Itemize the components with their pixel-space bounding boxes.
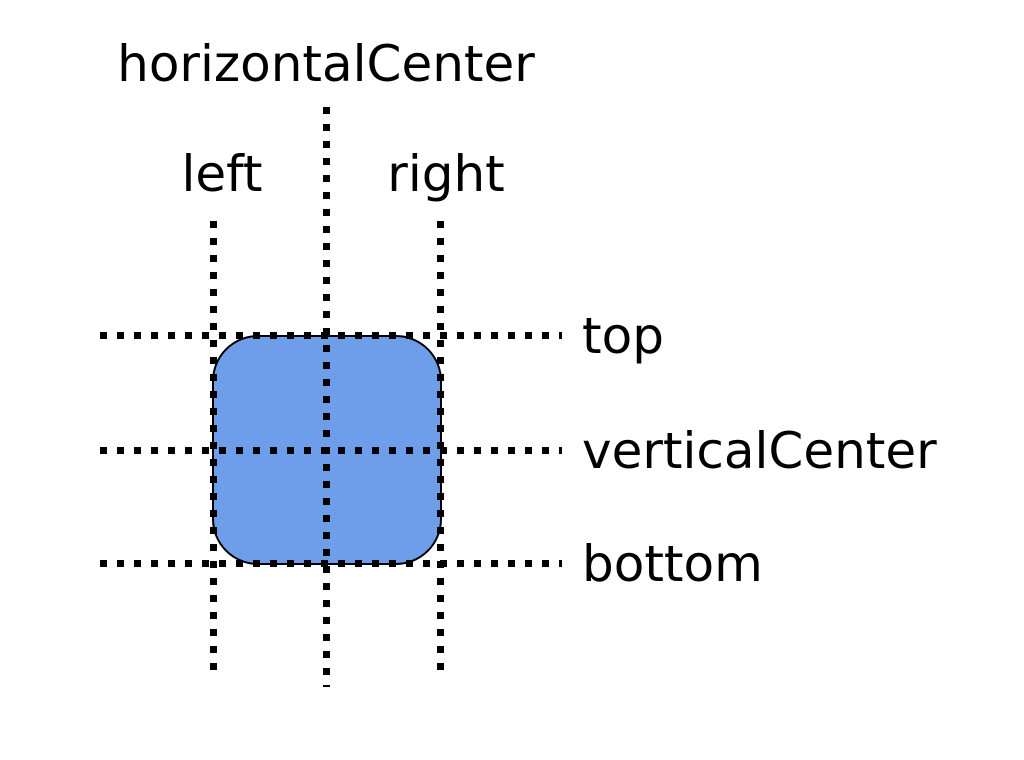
right-label: right [387,145,505,203]
vertical-center-label: verticalCenter [582,422,937,480]
top-label: top [582,307,664,365]
left-label: left [181,145,263,203]
top-anchor-line [100,332,562,339]
horizontal-center-anchor-line [323,107,330,687]
vertical-center-anchor-line [100,447,562,454]
horizontal-center-label: horizontalCenter [117,35,535,93]
bottom-anchor-line [100,560,562,567]
bottom-label: bottom [582,535,763,593]
